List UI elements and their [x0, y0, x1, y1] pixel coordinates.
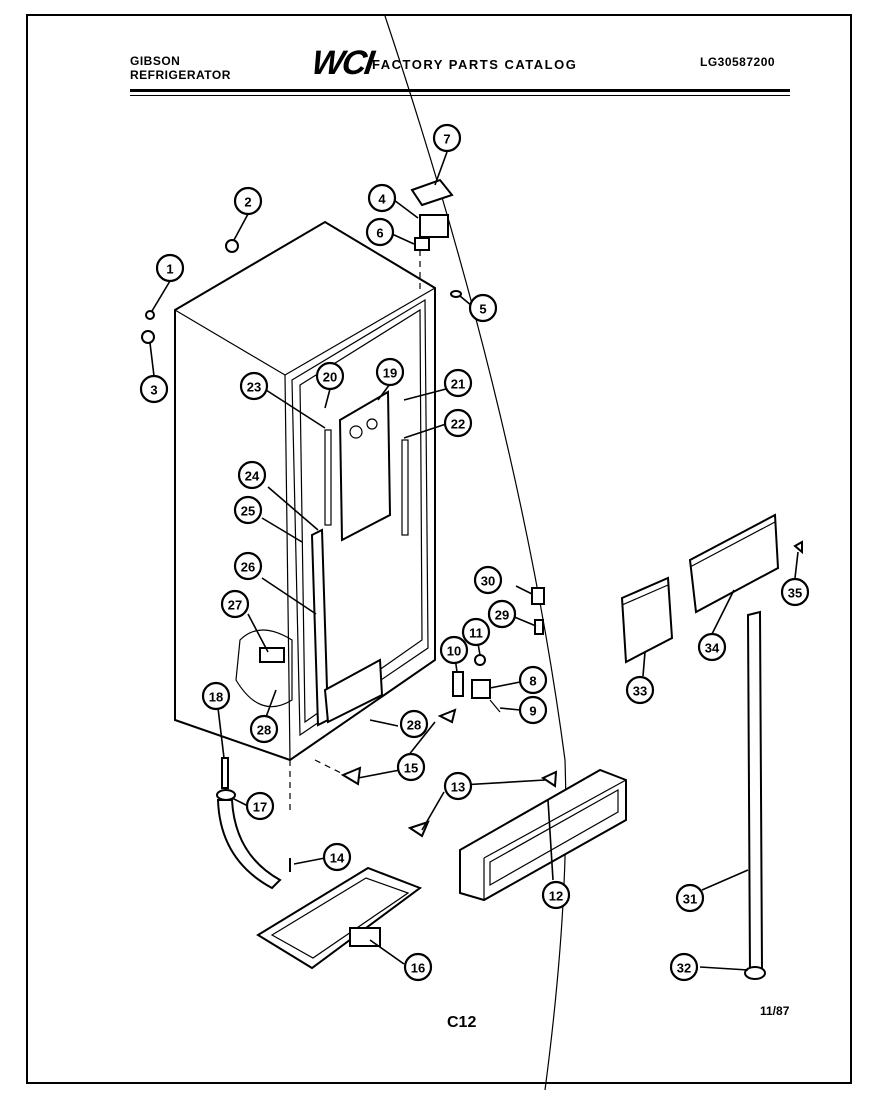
svg-text:8: 8 — [529, 674, 536, 689]
callout-23: 23 — [239, 371, 269, 401]
callout-12: 12 — [541, 880, 571, 910]
callout-10: 10 — [439, 635, 469, 665]
callout-8: 8 — [518, 665, 548, 695]
callout-27: 27 — [220, 589, 250, 619]
svg-text:9: 9 — [529, 704, 536, 719]
callout-20: 20 — [315, 361, 345, 391]
svg-text:34: 34 — [705, 641, 720, 656]
callout-11: 11 — [461, 617, 491, 647]
callout-6: 6 — [365, 217, 395, 247]
part-5-drawing — [450, 290, 462, 298]
svg-text:3: 3 — [150, 383, 157, 398]
callout-19: 19 — [375, 357, 405, 387]
callout-31: 31 — [675, 883, 705, 913]
svg-text:26: 26 — [241, 560, 255, 575]
callout-5: 5 — [468, 293, 498, 323]
header-rule-thin — [130, 95, 790, 96]
callout-25: 25 — [233, 495, 263, 525]
toe-grille-drawing — [459, 768, 627, 902]
callout-4: 4 — [367, 183, 397, 213]
callout-14: 14 — [322, 842, 352, 872]
callout-3: 3 — [139, 374, 169, 404]
brand-name: GIBSON — [130, 54, 181, 68]
scan-artifact-line — [384, 15, 567, 1091]
callout-15: 15 — [396, 752, 426, 782]
leader-lines — [149, 151, 799, 971]
part-3-drawing — [141, 330, 155, 344]
drain-pan-drawing — [256, 866, 423, 970]
page-code: C12 — [447, 1014, 477, 1031]
part-1-drawing — [145, 310, 155, 320]
callout-29: 29 — [487, 599, 517, 629]
svg-text:1: 1 — [166, 262, 173, 277]
callout-28: 28 — [249, 714, 279, 744]
svg-text:19: 19 — [383, 366, 397, 381]
top-hinge-drawing — [410, 178, 454, 290]
svg-text:20: 20 — [323, 370, 337, 385]
header-rule — [130, 89, 790, 92]
svg-text:11: 11 — [469, 626, 483, 641]
svg-text:10: 10 — [447, 644, 461, 659]
svg-text:6: 6 — [376, 226, 383, 241]
svg-text:14: 14 — [330, 851, 345, 866]
svg-text:22: 22 — [451, 417, 465, 432]
svg-text:30: 30 — [481, 574, 495, 589]
lower-hinge-drawing — [340, 587, 558, 838]
svg-text:12: 12 — [549, 889, 563, 904]
svg-text:28: 28 — [257, 723, 271, 738]
callout-32: 32 — [669, 952, 699, 982]
callout-1: 1 — [155, 253, 185, 283]
callout-group: 1234567891011121314151617181920202122232… — [139, 123, 810, 982]
svg-text:18: 18 — [209, 690, 223, 705]
gasket-strip-drawing — [744, 610, 766, 980]
catalog-title: FACTORY PARTS CATALOG — [372, 57, 578, 72]
callout-21: 21 — [443, 368, 473, 398]
callout-17: 17 — [245, 791, 275, 821]
callout-35: 35 — [780, 577, 810, 607]
svg-text:27: 27 — [228, 598, 242, 613]
svg-text:7: 7 — [443, 132, 450, 147]
svg-text:5: 5 — [479, 302, 486, 317]
callout-24: 24 — [237, 460, 267, 490]
svg-text:17: 17 — [253, 800, 267, 815]
door-shelf-drawing — [620, 513, 803, 664]
svg-text:13: 13 — [451, 780, 465, 795]
callout-30: 30 — [473, 565, 503, 595]
drain-hose-drawing — [216, 757, 282, 890]
callout-7: 7 — [432, 123, 462, 153]
callout-16: 16 — [403, 952, 433, 982]
callout-33: 33 — [625, 675, 655, 705]
svg-text:31: 31 — [683, 892, 697, 907]
svg-text:16: 16 — [411, 961, 425, 976]
svg-text:35: 35 — [788, 586, 802, 601]
svg-text:15: 15 — [404, 761, 418, 776]
svg-text:2: 2 — [244, 195, 251, 210]
svg-text:32: 32 — [677, 961, 691, 976]
callout-13: 13 — [443, 771, 473, 801]
svg-text:28: 28 — [407, 718, 421, 733]
cabinet-drawing — [174, 220, 436, 810]
svg-text:21: 21 — [451, 377, 465, 392]
callout-34: 34 — [697, 632, 727, 662]
model-number: LG30587200 — [700, 55, 776, 69]
drawing-frame — [26, 14, 852, 1084]
svg-text:4: 4 — [378, 192, 386, 207]
callout-2: 2 — [233, 186, 263, 216]
callout-26: 26 — [233, 551, 263, 581]
part-2-drawing — [225, 239, 239, 253]
callout-18: 18 — [201, 681, 231, 711]
callout-9: 9 — [518, 695, 548, 725]
callout-28: 28 — [399, 709, 429, 739]
svg-text:29: 29 — [495, 608, 509, 623]
svg-text:25: 25 — [241, 504, 255, 519]
product-type: REFRIGERATOR — [130, 68, 231, 82]
svg-text:23: 23 — [247, 380, 261, 395]
callout-22: 22 — [443, 408, 473, 438]
svg-text:33: 33 — [633, 684, 647, 699]
revision-date: 11/87 — [760, 1004, 790, 1018]
svg-text:24: 24 — [245, 469, 260, 484]
